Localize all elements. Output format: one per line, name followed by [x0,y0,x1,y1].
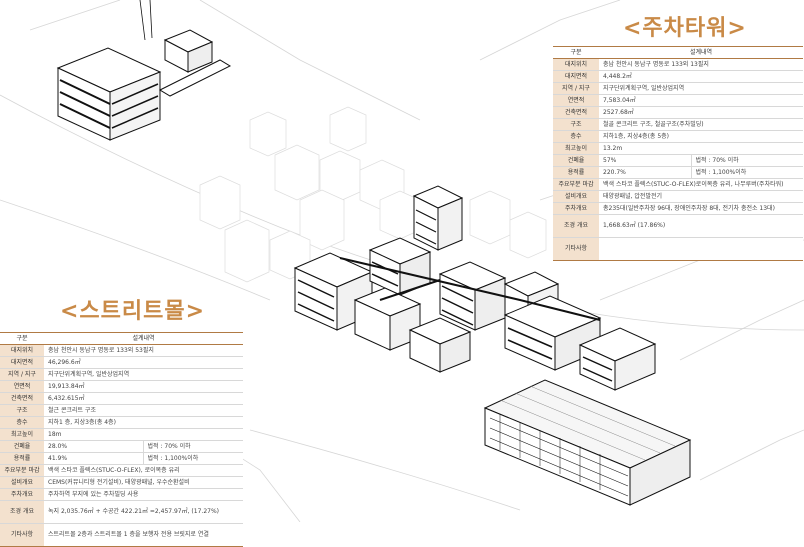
header-category: 구분 [553,46,599,59]
table-header: 구분 설계내역 [553,46,803,59]
isometric-site-drawing [0,0,804,522]
campus-building [56,0,232,141]
table-row: 기타사항 [553,237,803,261]
table-header: 구분 설계내역 [0,332,243,345]
street-mall-buildings [293,185,657,391]
header-details: 설계내역 [44,332,243,345]
parking-tower-title: <주차타워> [623,16,747,41]
header-category: 구분 [0,332,44,345]
street-mall-title: <스트리트몰> [60,299,206,324]
context-buildings [199,106,547,283]
header-details: 설계내역 [599,46,803,59]
parking-tower-building [483,379,692,506]
